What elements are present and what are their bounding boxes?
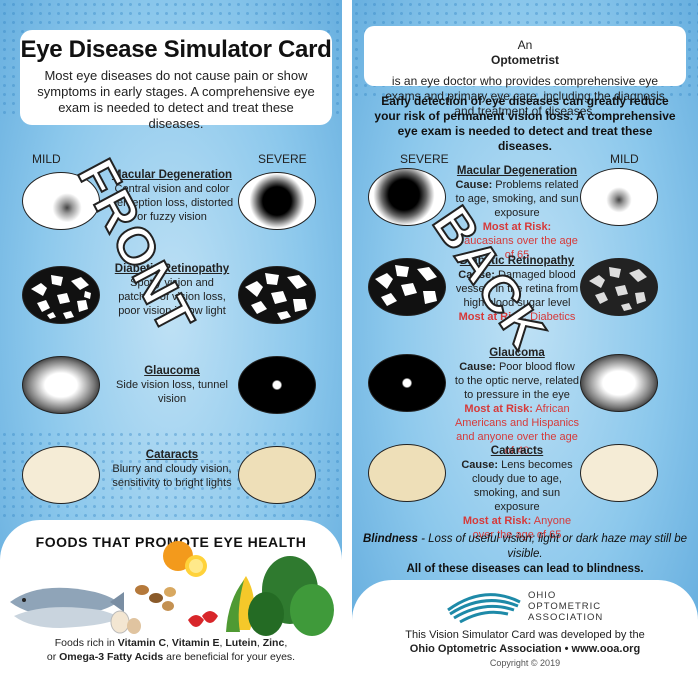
disease-cause: Problems related to age, smoking, and su… bbox=[455, 179, 579, 219]
disease-macular: Macular Degeneration Central vision and … bbox=[110, 168, 234, 224]
disease-macular: Macular Degeneration Cause: Problems rel… bbox=[455, 165, 579, 261]
eye-cataracts-mild bbox=[580, 444, 658, 502]
disease-desc: Blurry and cloudy vision, sensitivity to… bbox=[112, 463, 232, 489]
disease-name: Cataracts bbox=[490, 445, 544, 457]
disease-cause: Lens becomes cloudy due to age, smoking,… bbox=[472, 459, 573, 513]
foods-title: FOODS THAT PROMOTE EYE HEALTH bbox=[35, 534, 307, 550]
page-title: Eye Disease Simulator Card bbox=[20, 36, 332, 63]
eye-diabetic-mild bbox=[22, 266, 100, 324]
nuts-icon bbox=[135, 585, 176, 611]
eye-diabetic-severe bbox=[368, 258, 446, 316]
severe-label: SEVERE bbox=[400, 152, 449, 166]
eye-cataracts-severe bbox=[238, 446, 316, 504]
mild-label: MILD bbox=[610, 152, 639, 166]
optometrist-info-box: An Optometrist is an eye doctor who prov… bbox=[364, 26, 686, 118]
disease-diabetic: Diabetic Retinopathy Cause: Damaged bloo… bbox=[455, 255, 579, 323]
back-panel: An Optometrist is an eye doctor who prov… bbox=[352, 0, 698, 698]
developer-credit: This Vision Simulator Card was developed… bbox=[352, 628, 698, 670]
spot-pattern bbox=[589, 267, 647, 311]
strawberry-icon bbox=[188, 611, 218, 627]
optometrist-info: An Optometrist is an eye doctor who prov… bbox=[385, 38, 665, 118]
eye-diabetic-severe bbox=[238, 266, 316, 324]
organization-website: Ohio Optometric Association • www.ooa.or… bbox=[409, 643, 641, 655]
disease-name: Diabetic Retinopathy bbox=[114, 263, 230, 275]
disease-desc: Central vision and color perception loss… bbox=[110, 183, 234, 223]
blindness-warning: All of these diseases can lead to blindn… bbox=[406, 563, 644, 575]
disease-cataracts: Cataracts Blurry and cloudy vision, sens… bbox=[110, 448, 234, 490]
organization-box: OHIO OPTOMETRIC ASSOCIATION This Vision … bbox=[352, 580, 698, 698]
disease-diabetic: Diabetic Retinopathy Spotty vision and p… bbox=[110, 262, 234, 318]
eye-cataracts-severe bbox=[368, 444, 446, 502]
disease-glaucoma: Glaucoma Cause: Poor blood flow to the o… bbox=[454, 347, 580, 457]
disease-glaucoma: Glaucoma Side vision loss, tunnel vision bbox=[110, 364, 234, 406]
front-panel: Eye Disease Simulator Card Most eye dise… bbox=[0, 0, 342, 698]
spot-pattern bbox=[375, 265, 437, 306]
spot-pattern bbox=[245, 273, 307, 320]
disease-name: Glaucoma bbox=[144, 365, 200, 377]
eye-macular-severe bbox=[368, 168, 446, 226]
eye-glaucoma-mild bbox=[580, 354, 658, 412]
title-box: Eye Disease Simulator Card Most eye dise… bbox=[20, 30, 332, 131]
disease-name: Macular Degeneration bbox=[111, 169, 233, 181]
eye-glaucoma-mild bbox=[22, 356, 100, 414]
eye-cataracts-mild bbox=[22, 446, 100, 504]
eye-macular-mild bbox=[22, 172, 100, 230]
disease-name: Cataracts bbox=[145, 449, 199, 461]
foods-text: Foods rich in Vitamin C, Vitamin E, Lute… bbox=[46, 637, 296, 663]
disease-cause: Poor blood flow to the optic nerve, rela… bbox=[454, 361, 580, 401]
disease-cause: Damaged blood vessels in the retina from… bbox=[455, 269, 579, 309]
disease-desc: Spotty vision and patches of vision loss… bbox=[118, 277, 226, 317]
disease-risk: Caucasians over the age of 65 bbox=[456, 235, 578, 261]
spot-pattern bbox=[31, 275, 91, 319]
disease-name: Macular Degeneration bbox=[456, 165, 578, 177]
disease-risk: Diabetics bbox=[527, 311, 576, 323]
disease-desc: Side vision loss, tunnel vision bbox=[116, 379, 228, 405]
ooa-logo-icon bbox=[447, 593, 521, 624]
intro-text: Most eye diseases do not cause pain or s… bbox=[37, 68, 315, 131]
greens-icon bbox=[248, 556, 334, 636]
eye-glaucoma-severe bbox=[368, 354, 446, 412]
orange-icon bbox=[163, 541, 207, 577]
eye-diabetic-mild bbox=[580, 258, 658, 316]
disease-cataracts: Cataracts Cause: Lens becomes cloudy due… bbox=[454, 444, 580, 542]
disease-risk: Anyone over the age of 65 bbox=[472, 515, 572, 541]
copyright: Copyright © 2019 bbox=[489, 658, 561, 668]
early-detection-text: Early detection of eye diseases can grea… bbox=[374, 94, 676, 153]
fish-icon bbox=[10, 587, 124, 628]
foods-box: FOODS THAT PROMOTE EYE HEALTH bbox=[0, 520, 342, 698]
disease-name: Glaucoma bbox=[489, 347, 545, 359]
mild-label: MILD bbox=[32, 152, 61, 166]
disease-risk: African Americans and Hispanics and anyo… bbox=[454, 403, 580, 457]
eye-macular-mild bbox=[580, 168, 658, 226]
eye-glaucoma-severe bbox=[238, 356, 316, 414]
disease-name: Diabetic Retinopathy bbox=[459, 255, 575, 267]
egg-icon bbox=[110, 610, 141, 634]
blindness-definition: Blindness - Loss of useful vision; light… bbox=[362, 533, 688, 575]
foods-illustration bbox=[10, 541, 334, 636]
organization-name: OHIO OPTOMETRIC ASSOCIATION bbox=[528, 590, 604, 623]
eye-macular-severe bbox=[238, 172, 316, 230]
severe-label: SEVERE bbox=[258, 152, 307, 166]
